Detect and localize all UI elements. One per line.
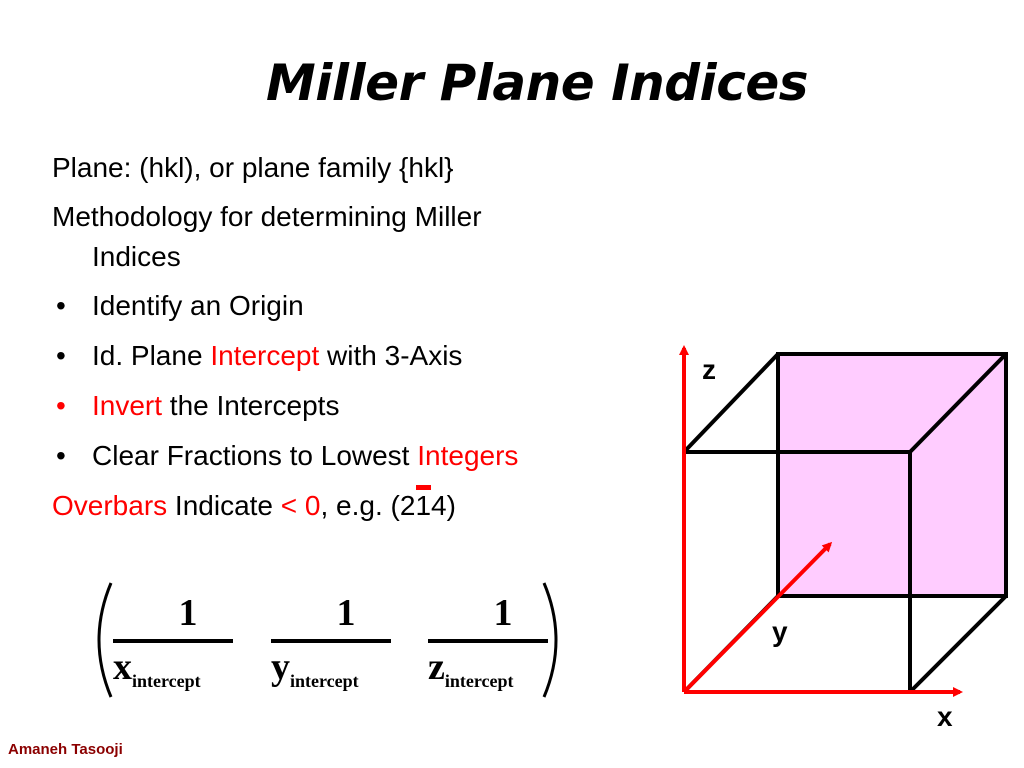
- bullet-marker: •: [56, 290, 66, 321]
- overbar-note-text: Indicate: [167, 490, 281, 521]
- y-axis-label: y: [772, 616, 788, 647]
- methodology-line-cont: Indices: [92, 241, 181, 272]
- denominator: yintercept: [271, 646, 421, 691]
- bullet-text: Id. Plane: [92, 340, 211, 371]
- reciprocal-intercepts-formula: 1 xintercept 1 yintercept 1 zintercept: [85, 575, 570, 705]
- den-subscript: intercept: [444, 671, 514, 691]
- bullet-invert-intercepts: Invert the Intercepts: [92, 389, 339, 423]
- cube-edge: [682, 352, 780, 454]
- fraction-x: 1 xintercept: [113, 592, 263, 691]
- bullet-text: Identify an Origin: [92, 290, 304, 321]
- bullet-text: Clear Fractions to Lowest: [92, 440, 418, 471]
- bullet-clear-fractions: Clear Fractions to Lowest Integers: [92, 439, 518, 473]
- bullet-marker: •: [56, 440, 66, 471]
- highlight-integers: Integers: [417, 440, 519, 471]
- slide-title: Miller Plane Indices: [265, 54, 809, 112]
- numerator: 1: [336, 592, 356, 634]
- formula-parentheses: [97, 582, 558, 698]
- less-than-zero: < 0: [280, 490, 321, 521]
- overbar-note-text: , e.g. (2: [320, 490, 416, 521]
- den-variable: z: [428, 646, 445, 688]
- numerator: 1: [178, 592, 198, 634]
- den-variable: x: [113, 646, 132, 688]
- numerator: 1: [493, 592, 513, 634]
- fraction-bar: [271, 639, 391, 643]
- plane-notation-line: Plane: (hkl), or plane family {hkl}: [52, 152, 454, 183]
- overbar-note-text: 4): [431, 490, 456, 521]
- cube-edge: [908, 594, 1008, 694]
- highlight-invert: Invert: [92, 390, 163, 421]
- y-axis-arrow: [682, 541, 833, 694]
- bullet-identify-origin: Identify an Origin: [92, 289, 304, 323]
- fraction-z: 1 zintercept: [428, 592, 578, 691]
- bullet-text: the Intercepts: [162, 390, 340, 421]
- bullet-plane-intercept: Id. Plane Intercept with 3-Axis: [92, 339, 462, 373]
- z-axis-label: z: [702, 354, 716, 385]
- overbar-note: Overbars Indicate < 0, e.g. (214): [52, 485, 456, 523]
- fraction-bar: [428, 639, 548, 643]
- fraction-bar: [113, 639, 233, 643]
- bullet-text: with 3-Axis: [319, 340, 463, 371]
- barred-index: 1: [415, 485, 432, 521]
- cube-diagram: z y x: [660, 330, 1024, 740]
- bullet-marker: •: [56, 390, 66, 421]
- left-parenthesis: [97, 582, 113, 698]
- fraction-y: 1 yintercept: [271, 592, 421, 691]
- den-subscript: intercept: [290, 671, 359, 691]
- highlight-intercept: Intercept: [210, 340, 320, 371]
- methodology-line: Methodology for determining Miller: [52, 201, 482, 232]
- x-axis-label: x: [937, 701, 953, 732]
- highlight-overbars: Overbars: [52, 490, 168, 521]
- denominator: zintercept: [428, 646, 578, 691]
- right-parenthesis: [542, 582, 558, 698]
- cube-drawing: [679, 345, 1008, 697]
- den-subscript: intercept: [132, 671, 201, 691]
- author-credit: Amaneh Tasooji: [8, 741, 123, 758]
- den-variable: y: [271, 646, 290, 688]
- cube-edge: [908, 352, 1008, 454]
- bullet-marker: •: [56, 340, 66, 371]
- denominator: xintercept: [113, 646, 263, 691]
